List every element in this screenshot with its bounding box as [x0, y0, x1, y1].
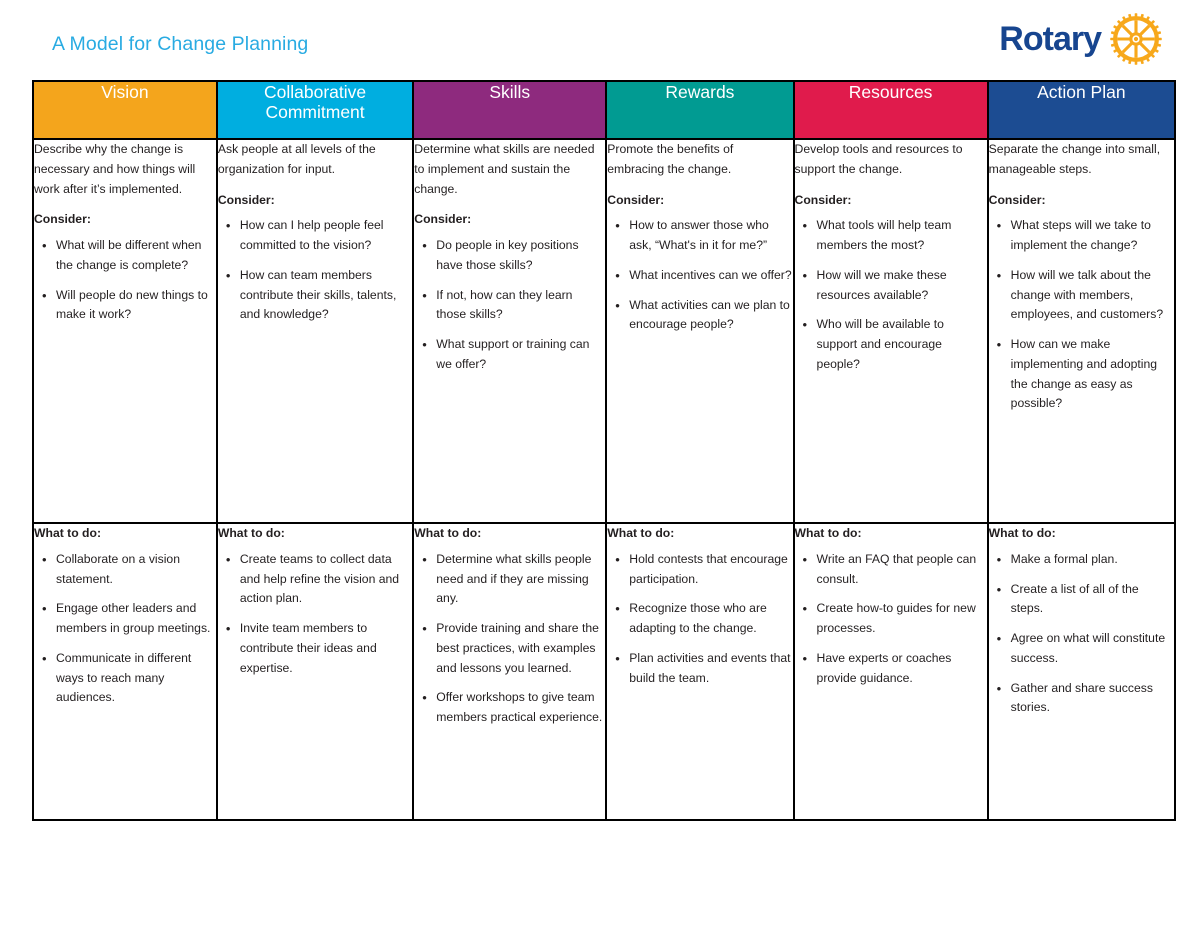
list-item: What support or training can we offer?: [422, 334, 605, 375]
consider-list: How can I help people feel committed to …: [218, 215, 412, 325]
consider-list: What will be different when the change i…: [34, 235, 216, 326]
list-item: If not, how can they learn those skills?: [422, 285, 605, 326]
list-item: Make a formal plan.: [997, 549, 1174, 570]
list-item: Offer workshops to give team members pra…: [422, 687, 605, 728]
matrix-header-row: Vision Collaborative Commitment Skills R…: [32, 80, 1177, 140]
consider-label: Consider:: [988, 192, 1046, 207]
consider-list: What steps will we take to implement the…: [989, 215, 1174, 414]
column-header-rewards: Rewards: [605, 80, 795, 140]
consider-list: How to answer those who ask, “What's in …: [607, 215, 792, 336]
list-item: Communicate in different ways to reach m…: [42, 648, 216, 708]
what-to-do-list: Create teams to collect data and help re…: [218, 549, 412, 679]
list-item: Provide training and share the best prac…: [422, 618, 605, 678]
consider-cell-collaborative-commitment: Ask people at all levels of the organiza…: [215, 138, 415, 524]
intro-text: Develop tools and resources to support t…: [794, 142, 963, 176]
page-title: A Model for Change Planning: [52, 32, 309, 55]
list-item: Who will be available to support and enc…: [803, 314, 987, 374]
what-to-do-list: Hold contests that encourage participati…: [607, 549, 792, 689]
column-header-vision: Vision: [32, 80, 218, 140]
intro-text: Describe why the change is necessary and…: [34, 142, 196, 196]
what-to-do-cell-collaborative-commitment: What to do: Create teams to collect data…: [215, 522, 415, 821]
list-item: Engage other leaders and members in grou…: [42, 598, 216, 639]
list-item: What activities can we plan to encourage…: [615, 295, 792, 336]
consider-label: Consider:: [34, 212, 91, 227]
list-item: Create how-to guides for new processes.: [803, 598, 987, 639]
what-to-do-label: What to do:: [414, 526, 482, 540]
consider-list: Do people in key positions have those sk…: [414, 235, 605, 375]
list-item: Plan activities and events that build th…: [615, 648, 792, 689]
list-item: Write an FAQ that people can consult.: [803, 549, 987, 590]
list-item: What will be different when the change i…: [42, 235, 216, 276]
consider-cell-skills: Determine what skills are needed to impl…: [412, 138, 608, 524]
consider-cell-vision: Describe why the change is necessary and…: [32, 138, 218, 524]
rotary-wordmark: Rotary: [999, 20, 1102, 58]
consider-label: Consider:: [607, 192, 665, 207]
what-to-do-list: Collaborate on a vision statement. Engag…: [34, 549, 216, 708]
list-item: Gather and share success stories.: [997, 678, 1174, 719]
list-item: Have experts or coaches provide guidance…: [803, 648, 987, 689]
list-item: Create teams to collect data and help re…: [226, 549, 412, 609]
what-to-do-label: What to do:: [988, 526, 1056, 540]
what-to-do-cell-vision: What to do: Collaborate on a vision stat…: [32, 522, 218, 821]
list-item: Recognize those who are adapting to the …: [615, 598, 792, 639]
consider-label: Consider:: [794, 192, 852, 207]
matrix-what-to-do-row: What to do: Collaborate on a vision stat…: [32, 522, 1177, 821]
list-item: How can team members contribute their sk…: [226, 265, 412, 325]
column-header-skills: Skills: [412, 80, 608, 140]
list-item: What incentives can we offer?: [615, 265, 792, 286]
what-to-do-label: What to do:: [607, 526, 675, 540]
what-to-do-cell-rewards: What to do: Hold contests that encourage…: [605, 522, 795, 821]
matrix-consider-row: Describe why the change is necessary and…: [32, 138, 1177, 524]
list-item: Agree on what will constitute success.: [997, 628, 1174, 669]
intro-text: Ask people at all levels of the organiza…: [217, 142, 376, 176]
what-to-do-cell-action-plan: What to do: Make a formal plan. Create a…: [986, 522, 1177, 821]
what-to-do-label: What to do:: [217, 526, 285, 540]
column-header-collaborative-commitment: Collaborative Commitment: [215, 80, 415, 140]
consider-label: Consider:: [414, 212, 472, 227]
consider-cell-rewards: Promote the benefits of embracing the ch…: [605, 138, 795, 524]
intro-text: Determine what skills are needed to impl…: [414, 142, 595, 196]
what-to-do-list: Write an FAQ that people can consult. Cr…: [795, 549, 987, 689]
intro-text: Promote the benefits of embracing the ch…: [607, 142, 734, 176]
column-header-action-plan: Action Plan: [986, 80, 1177, 140]
what-to-do-list: Make a formal plan. Create a list of all…: [989, 549, 1174, 719]
list-item: Collaborate on a vision statement.: [42, 549, 216, 590]
change-planning-matrix: Vision Collaborative Commitment Skills R…: [32, 80, 1177, 821]
what-to-do-list: Determine what skills people need and if…: [414, 549, 605, 728]
list-item: How can we make implementing and adoptin…: [997, 334, 1174, 414]
consider-cell-action-plan: Separate the change into small, manageab…: [986, 138, 1177, 524]
list-item: Do people in key positions have those sk…: [422, 235, 605, 276]
page-header: A Model for Change Planning Rotary: [0, 0, 1200, 78]
rotary-logo: Rotary: [999, 13, 1176, 65]
list-item: Create a list of all of the steps.: [997, 579, 1174, 620]
what-to-do-cell-skills: What to do: Determine what skills people…: [412, 522, 608, 821]
list-item: Hold contests that encourage participati…: [615, 549, 792, 590]
list-item: Determine what skills people need and if…: [422, 549, 605, 609]
consider-label: Consider:: [217, 192, 275, 207]
list-item: Invite team members to contribute their …: [226, 618, 412, 678]
what-to-do-label: What to do:: [34, 526, 102, 540]
list-item: How to answer those who ask, “What's in …: [615, 215, 792, 256]
column-header-resources: Resources: [792, 80, 989, 140]
intro-text: Separate the change into small, manageab…: [988, 142, 1161, 176]
list-item: How will we make these resources availab…: [803, 265, 987, 306]
rotary-wheel-icon: [1110, 13, 1162, 65]
list-item: How will we talk about the change with m…: [997, 265, 1174, 325]
consider-cell-resources: Develop tools and resources to support t…: [792, 138, 989, 524]
list-item: What steps will we take to implement the…: [997, 215, 1174, 256]
list-item: Will people do new things to make it wor…: [42, 285, 216, 326]
consider-list: What tools will help team members the mo…: [795, 215, 987, 374]
what-to-do-label: What to do:: [794, 526, 862, 540]
list-item: How can I help people feel committed to …: [226, 215, 412, 256]
what-to-do-cell-resources: What to do: Write an FAQ that people can…: [792, 522, 989, 821]
list-item: What tools will help team members the mo…: [803, 215, 987, 256]
